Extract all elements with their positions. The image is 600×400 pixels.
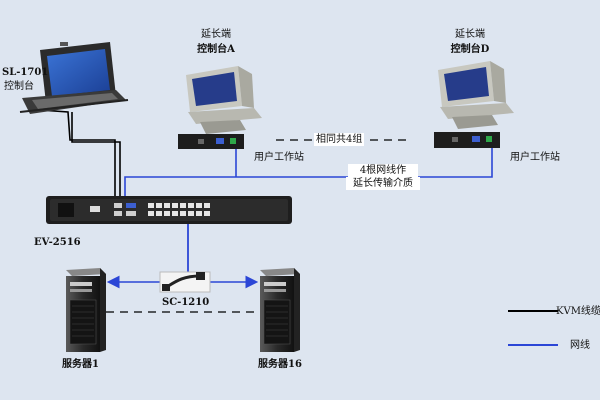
legend-net-label: 网线 xyxy=(570,340,590,351)
extender-a-box xyxy=(178,134,244,149)
server-1-tower xyxy=(66,268,106,352)
cable-model-label: SC-1210 xyxy=(162,297,210,308)
legend-kvm-label: KVM线缆 xyxy=(556,306,600,317)
workstation-a-label: 用户工作站 xyxy=(254,152,304,163)
sc-cable-device xyxy=(159,271,211,293)
remote-d-line1: 延长端 xyxy=(455,29,485,40)
server-16-label: 服务器16 xyxy=(258,359,302,370)
remote-a-line1: 延长端 xyxy=(201,29,231,40)
network-note-line2: 延长传输介质 xyxy=(346,177,420,190)
network-cable-remote xyxy=(124,148,493,200)
kvm-cable-console xyxy=(39,109,121,200)
switch-model-label: EV-2516 xyxy=(34,237,81,248)
middle-note: 相同共4组 xyxy=(314,133,365,146)
rack-console-device xyxy=(19,42,129,114)
server-1-label: 服务器1 xyxy=(62,359,99,370)
console-model-label: SL-1701 xyxy=(2,67,49,78)
workstation-a-computer xyxy=(186,66,262,134)
remote-a-line2: 控制台A xyxy=(197,44,235,55)
workstation-d-computer xyxy=(438,61,514,129)
console-name-label: 控制台 xyxy=(4,81,34,92)
extender-d-box xyxy=(434,132,500,148)
remote-d-line2: 控制台D xyxy=(450,44,490,55)
workstation-d-label: 用户工作站 xyxy=(510,152,560,163)
kvm-switch-device xyxy=(46,196,292,224)
network-note-line1: 4根网线作 xyxy=(348,164,418,177)
server-16-tower xyxy=(260,268,300,352)
